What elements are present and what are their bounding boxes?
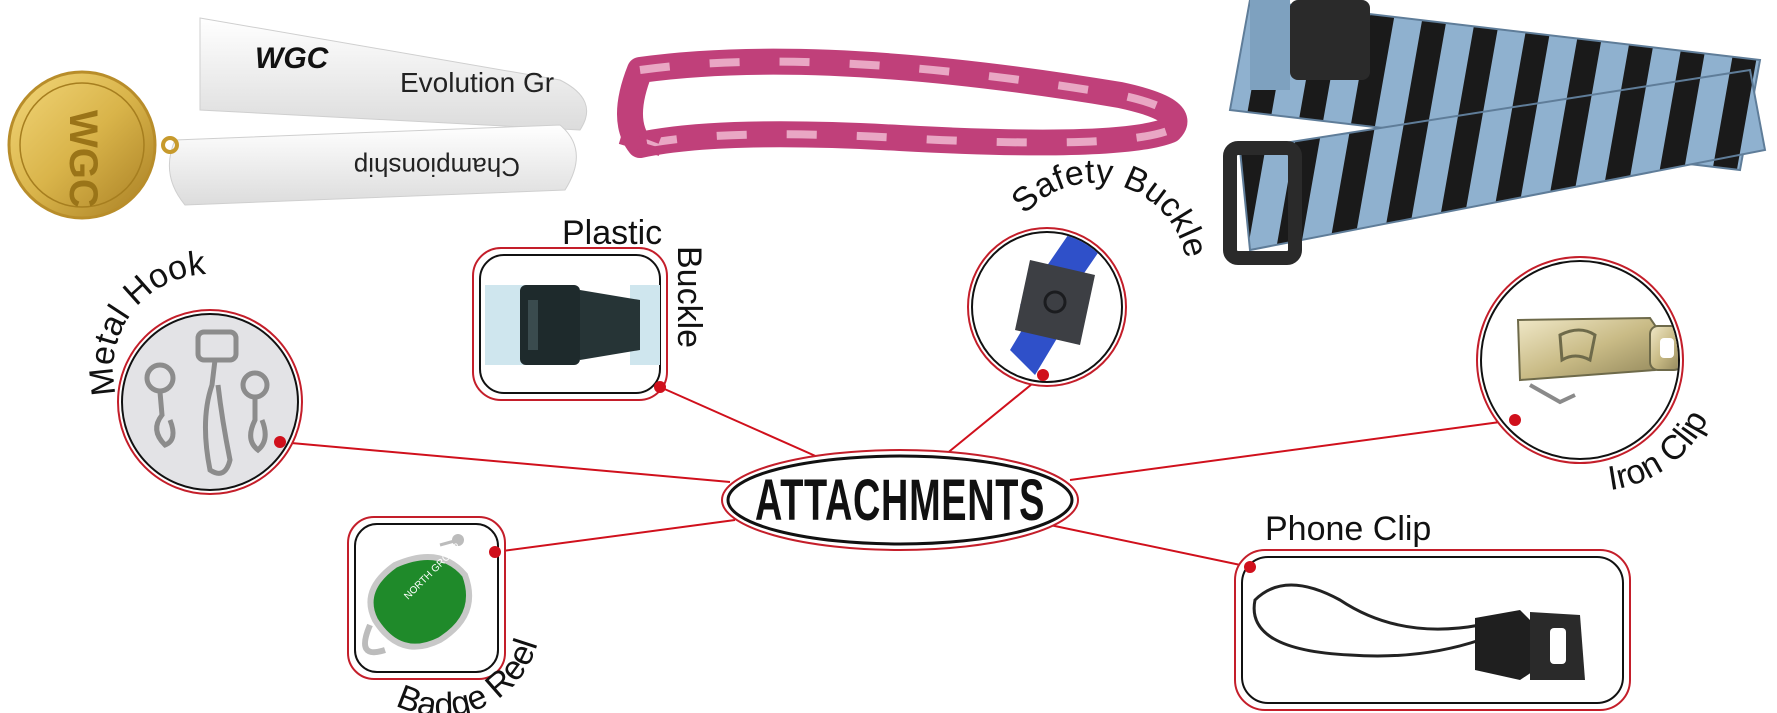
node-plastic-buckle: Plastic Buckle xyxy=(472,214,708,401)
iron-clip-icon xyxy=(1516,316,1678,405)
phone-clip-icon xyxy=(1252,583,1585,680)
safety-buckle-icon xyxy=(1010,233,1100,375)
node-metal-hook: Metal Hook xyxy=(82,244,303,495)
ribbon-logo: WGC xyxy=(255,42,330,75)
node-badge-reel: NORTH GROUP Badge Reel xyxy=(347,516,545,713)
connector-plastic-buckle xyxy=(659,386,821,459)
striped-strap-photo xyxy=(1223,0,1767,265)
center-title: ATTACHMENTS xyxy=(755,468,1045,533)
plastic-buckle-icon xyxy=(485,285,660,365)
ribbon-text-top: Evolution Gr xyxy=(400,67,554,98)
medal-lanyard-photo: WGC Evolution Gr Championship WGC xyxy=(7,17,588,220)
connector-lines xyxy=(279,374,1516,568)
label-phone-clip: Phone Clip xyxy=(1265,510,1431,548)
node-safety-buckle: Safety Buckle xyxy=(967,153,1215,387)
connector-safety-buckle xyxy=(944,374,1044,456)
pink-camo-lanyard-photo xyxy=(617,48,1188,158)
connector-metal-hook xyxy=(279,441,731,483)
center-node: ATTACHMENTS xyxy=(721,449,1079,551)
label-plastic-buckle-line1: Plastic xyxy=(562,214,662,252)
connector-iron-clip xyxy=(1069,419,1516,481)
label-plastic-buckle-line2: Buckle xyxy=(670,246,708,348)
medal-logo: WGC xyxy=(61,110,105,208)
connector-phone-clip xyxy=(1049,524,1251,568)
connector-badge-reel xyxy=(494,519,736,553)
node-phone-clip: Phone Clip xyxy=(1234,510,1631,711)
metal-hook-icon xyxy=(144,329,270,476)
ribbon-text-bottom: Championship xyxy=(354,152,520,182)
node-iron-clip: Iron Clip xyxy=(1476,256,1715,498)
gold-medal xyxy=(7,70,157,220)
